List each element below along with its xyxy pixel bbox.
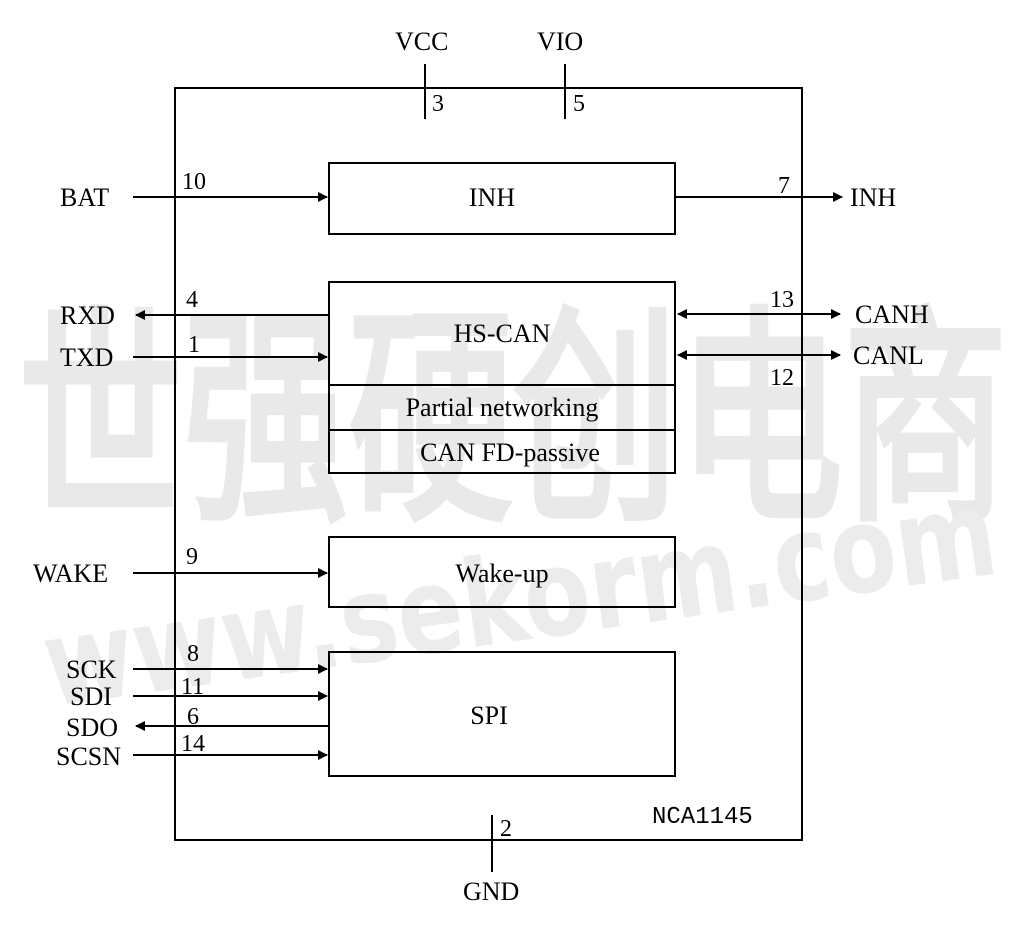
watermark-chinese: 世强硬创电商 <box>18 288 1008 555</box>
inh-block <box>328 162 676 235</box>
spi-block-label: SPI <box>470 701 508 730</box>
canl-label: CANL <box>853 341 924 370</box>
sdo-label: SDO <box>66 713 118 742</box>
sdi-label: SDI <box>70 682 112 711</box>
canh-label: CANH <box>855 300 929 329</box>
rxd-label: RXD <box>60 301 115 330</box>
hscan-block-label: HS-CAN <box>454 319 551 348</box>
vio-pin-number: 5 <box>573 91 585 117</box>
sdi-pin-number: 11 <box>181 674 204 700</box>
canh-pin-number: 13 <box>770 287 794 313</box>
partial-networking-label: Partial networking <box>406 393 599 422</box>
wake-label: WAKE <box>33 559 108 588</box>
can-fd-passive-label: CAN FD-passive <box>420 438 600 467</box>
vio-label: VIO <box>537 27 583 56</box>
sck-pin-number: 8 <box>187 641 199 667</box>
gnd-pin-number: 2 <box>500 816 512 842</box>
sdo-pin-number: 6 <box>187 704 199 730</box>
scsn-label: SCSN <box>56 742 121 771</box>
inh-block-label: INH <box>469 183 515 212</box>
vcc-label: VCC <box>395 27 448 56</box>
sck-label: SCK <box>66 655 117 684</box>
txd-pin-number: 1 <box>188 332 200 358</box>
vcc-pin-number: 3 <box>432 91 444 117</box>
gnd-label: GND <box>463 877 519 906</box>
chip-outline <box>174 87 803 841</box>
txd-label: TXD <box>60 343 113 372</box>
rxd-pin-number: 4 <box>186 287 198 313</box>
wake-up-block-label: Wake-up <box>455 559 548 588</box>
hscan-block <box>328 281 676 474</box>
bat-label: BAT <box>60 183 109 212</box>
spi-block <box>328 651 676 777</box>
bat-pin-number: 10 <box>182 169 206 195</box>
inh-pin-number: 7 <box>778 173 790 199</box>
wake-pin-number: 9 <box>186 544 198 570</box>
wake-up-block <box>328 536 676 608</box>
scsn-pin-number: 14 <box>181 731 205 757</box>
part-number-label: NCA1145 <box>652 804 753 831</box>
inh-out-label: INH <box>850 183 896 212</box>
canl-pin-number: 12 <box>770 365 794 391</box>
